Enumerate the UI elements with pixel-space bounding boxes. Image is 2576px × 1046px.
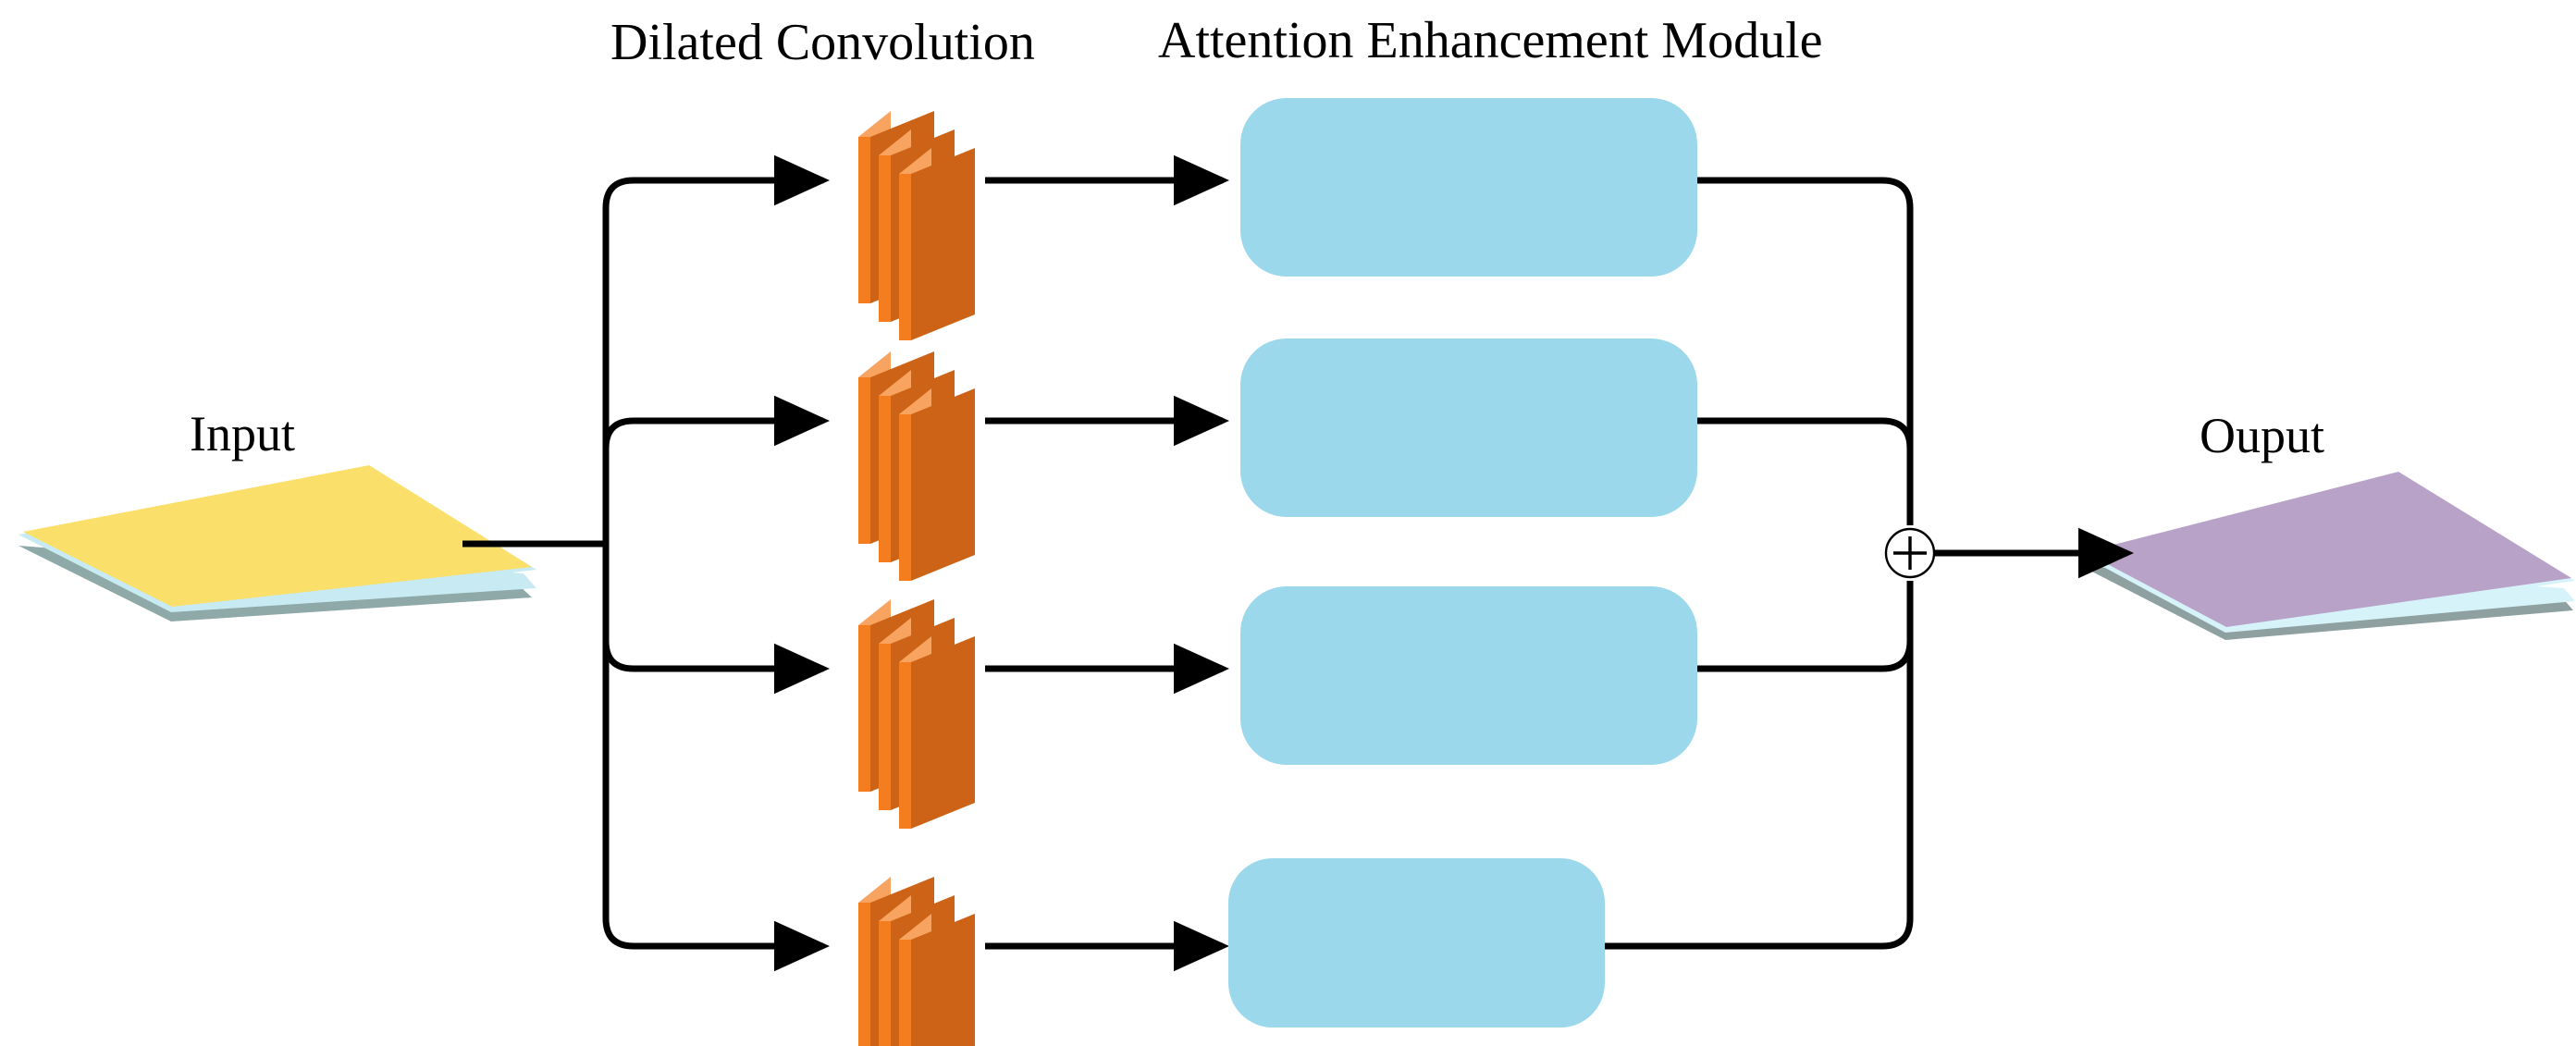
dilated-conv-block-2[interactable] [858, 351, 975, 581]
attention-module-4 [1228, 858, 1605, 1028]
conv-to-module-connectors [985, 154, 1230, 972]
sum-node[interactable] [1884, 527, 1936, 579]
label-input: Input [190, 406, 295, 461]
title-dilated-convolution: Dilated Convolution [610, 14, 1035, 71]
attention-module-1 [1240, 98, 1697, 277]
split-trunk [602, 154, 831, 972]
attention-module-3 [1240, 586, 1697, 765]
dilated-conv-block-1[interactable] [858, 111, 975, 340]
output-slab [2081, 472, 2575, 640]
title-attention-enhancement-module: Attention Enhancement Module [1158, 12, 1823, 69]
input-slab [18, 465, 536, 621]
label-output: Ouput [2200, 408, 2324, 463]
dilated-conv-block-4[interactable] [858, 877, 975, 1046]
dilated-conv-block-3[interactable] [858, 599, 975, 829]
merge-trunk [1605, 177, 1914, 950]
attention-enhancement-modules[interactable] [1228, 98, 1697, 1028]
attention-module-2 [1240, 338, 1697, 517]
